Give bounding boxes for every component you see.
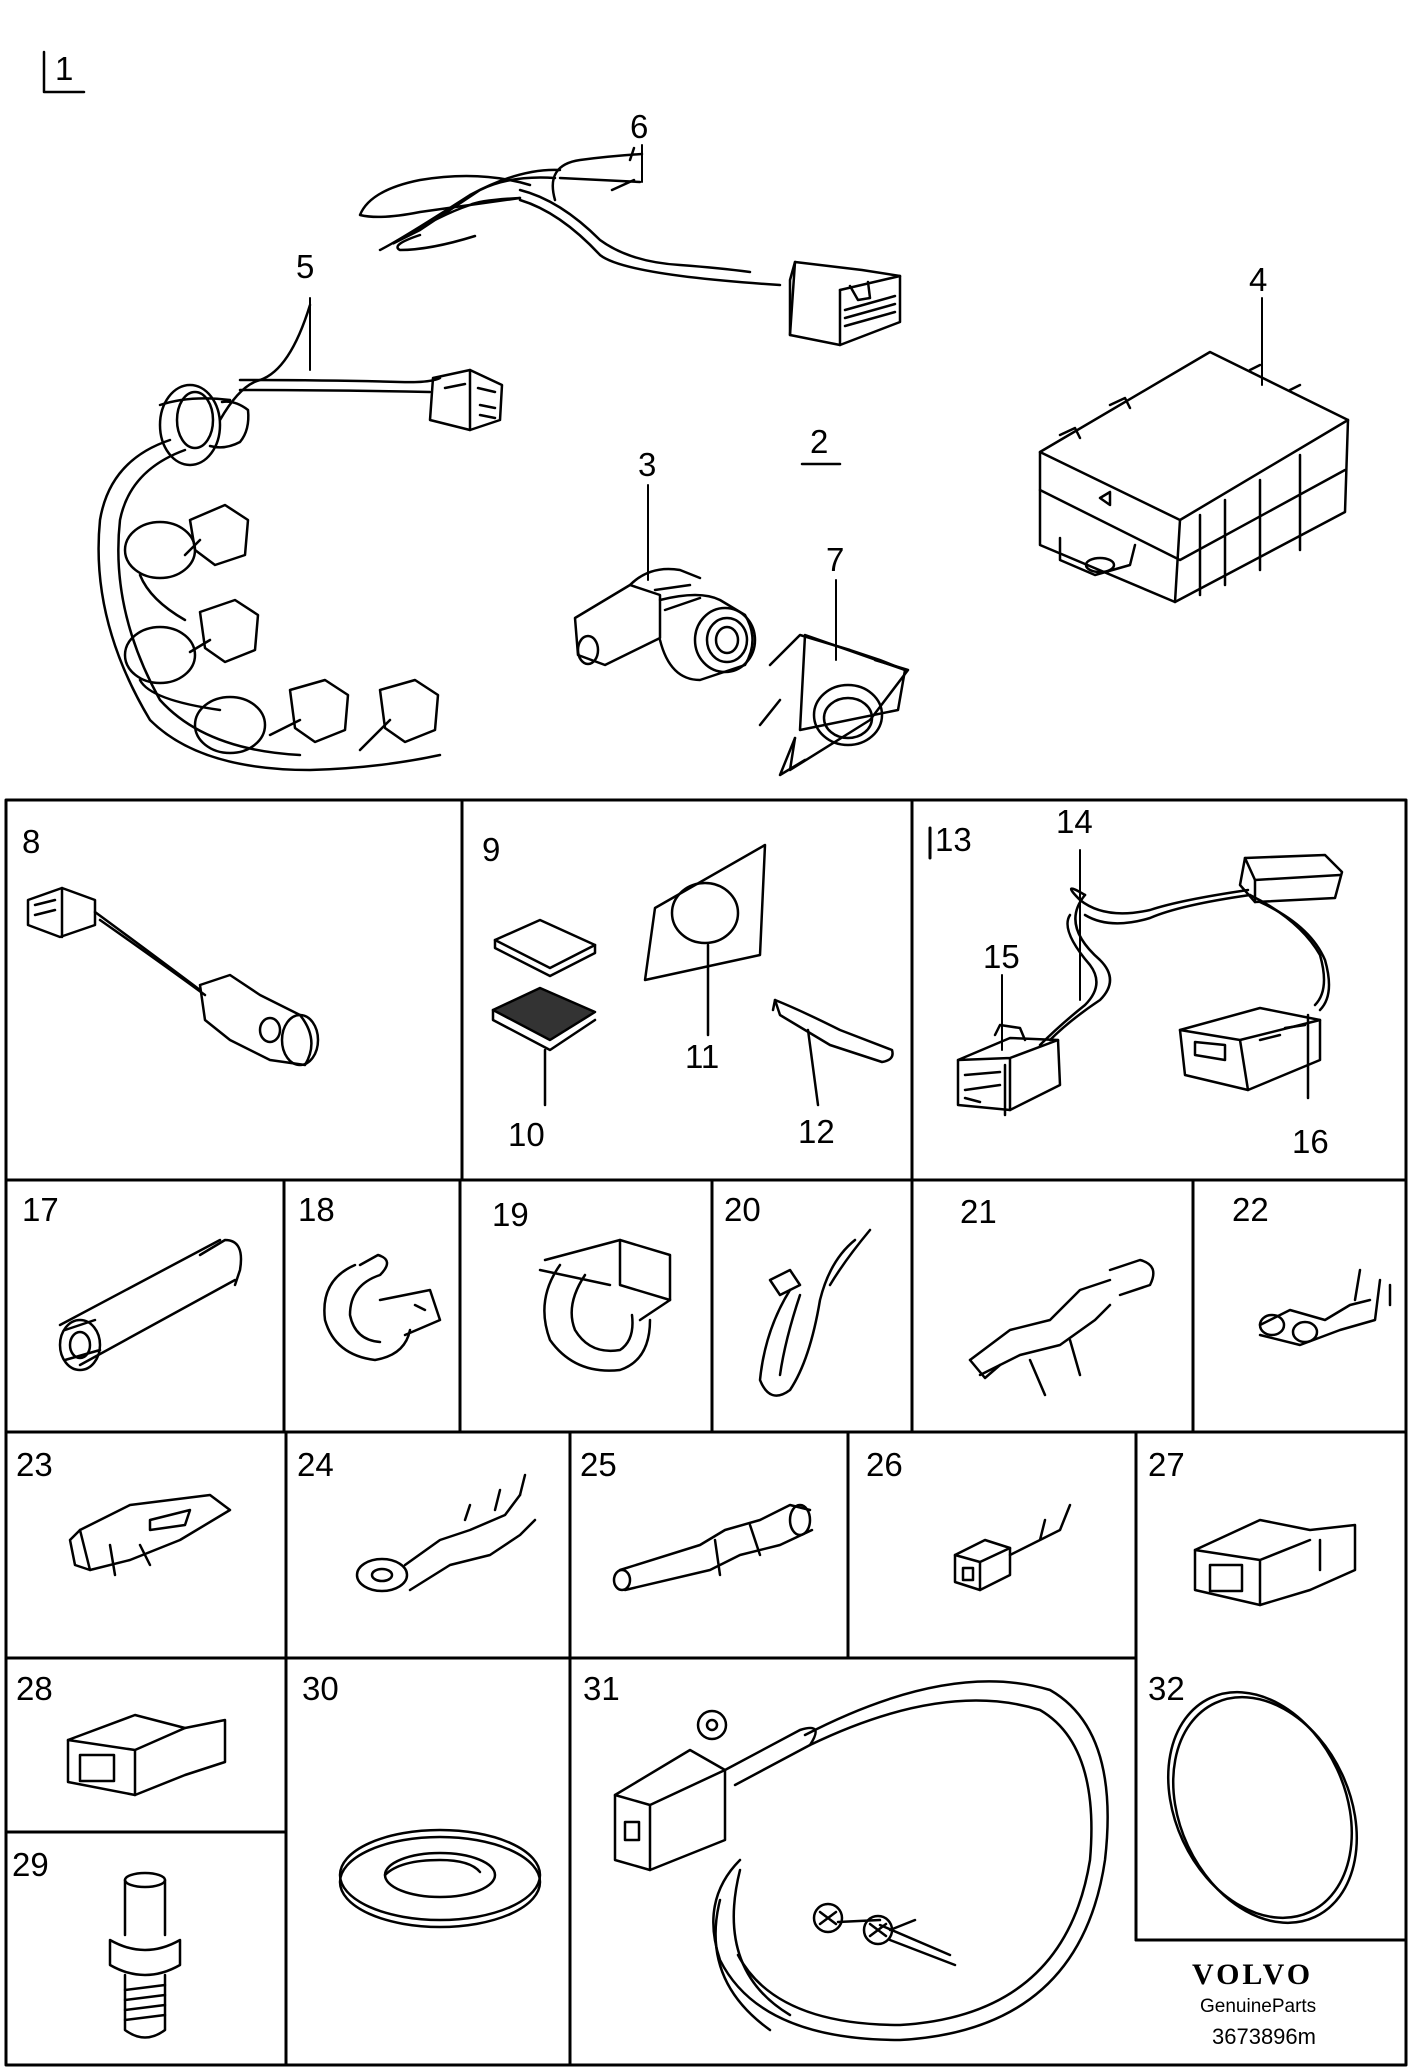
gasket-kit-illustration xyxy=(491,843,894,1107)
callout-22: 22 xyxy=(1232,1191,1269,1228)
fuse-illustration xyxy=(58,1238,243,1372)
callout-13: 13 xyxy=(935,821,972,858)
terminal-23-illustration xyxy=(68,1493,232,1577)
callout-15: 15 xyxy=(983,938,1020,975)
leader-lines xyxy=(309,144,1263,1051)
stud-illustration xyxy=(108,1871,182,2039)
cable-clamp-illustration xyxy=(538,1238,672,1372)
callout-14: 14 xyxy=(1056,803,1093,840)
callout-27: 27 xyxy=(1148,1446,1185,1483)
callout-18: 18 xyxy=(298,1191,335,1228)
callout-32: 32 xyxy=(1148,1670,1185,1707)
callout-4: 4 xyxy=(1249,261,1268,298)
sensor-holder-illustration xyxy=(758,633,910,777)
cable-harness-illustration xyxy=(358,146,902,347)
oval-cover-illustration xyxy=(1166,1690,1359,1925)
control-module-illustration xyxy=(1038,350,1350,604)
wiring-harness-illustration xyxy=(97,303,504,772)
callout-30: 30 xyxy=(302,1670,339,1707)
cable-with-screws-illustration xyxy=(613,1680,1109,2042)
callout-10: 10 xyxy=(508,1116,545,1153)
drawing-number: 3673896m xyxy=(1212,2024,1316,2049)
part-8-illustration xyxy=(26,886,320,1067)
brand-logo: VOLVO xyxy=(1192,1958,1314,1991)
tape-roll-illustration xyxy=(338,1828,542,1929)
housing-27-illustration xyxy=(1193,1518,1357,1607)
connector-26-illustration xyxy=(953,1503,1072,1592)
callout-8: 8 xyxy=(22,823,41,860)
callout-11: 11 xyxy=(685,1038,720,1075)
callout-5: 5 xyxy=(296,248,315,285)
callout-23: 23 xyxy=(16,1446,53,1483)
cable-tie-illustration xyxy=(758,1228,872,1397)
callout-26: 26 xyxy=(866,1446,903,1483)
callout-31: 31 xyxy=(583,1670,620,1707)
callout-25: 25 xyxy=(580,1446,617,1483)
parking-sensor-illustration xyxy=(573,567,757,682)
callout-28: 28 xyxy=(16,1670,53,1707)
callout-12: 12 xyxy=(798,1113,835,1150)
clip-18-illustration xyxy=(323,1253,442,1362)
callout-19: 19 xyxy=(492,1196,529,1233)
adapter-harness-illustration xyxy=(956,853,1344,1117)
reference-bracket xyxy=(42,50,86,94)
ring-terminal-illustration xyxy=(355,1473,537,1593)
callout-16: 16 xyxy=(1292,1123,1329,1160)
receptacle-22-illustration xyxy=(1258,1268,1392,1347)
callout-3: 3 xyxy=(638,446,657,483)
callout-20: 20 xyxy=(724,1191,761,1228)
callout-1: 1 xyxy=(55,50,74,87)
callout-24: 24 xyxy=(297,1446,334,1483)
pin-terminal-illustration xyxy=(612,1503,814,1592)
parts-grid xyxy=(4,798,1408,2067)
callout-9: 9 xyxy=(482,831,501,868)
callout-21: 21 xyxy=(960,1193,997,1230)
callout-2: 2 xyxy=(810,423,829,460)
housing-28-illustration xyxy=(66,1713,227,1797)
callout-17: 17 xyxy=(22,1191,59,1228)
brand-tagline: GenuineParts xyxy=(1200,1996,1317,2017)
callout-6: 6 xyxy=(630,108,649,145)
terminal-21-illustration xyxy=(968,1258,1155,1397)
callout-7: 7 xyxy=(826,541,845,578)
callout-29: 29 xyxy=(12,1846,49,1883)
